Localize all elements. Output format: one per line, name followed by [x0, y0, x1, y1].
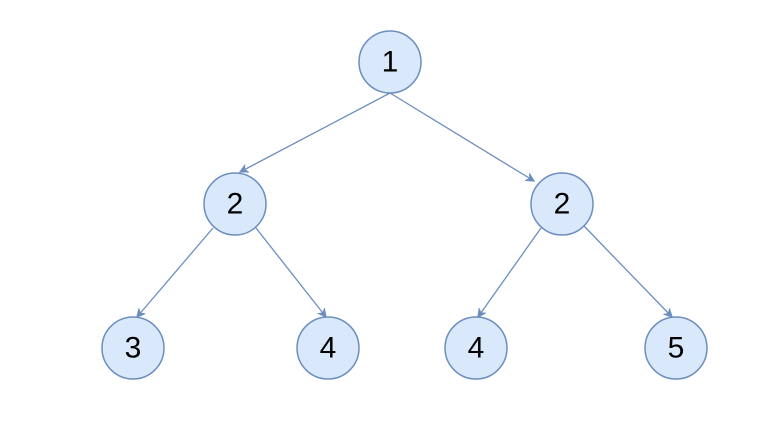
node-label: 2 [227, 188, 244, 221]
edge-arrow-n2b-n5 [583, 225, 672, 317]
edge-arrow-n2a-n4a [255, 227, 326, 317]
edge-arrow-n2a-n3 [137, 227, 214, 317]
tree-node-n5: 5 [644, 316, 708, 380]
node-label: 2 [554, 188, 571, 221]
node-label: 4 [320, 332, 337, 365]
edge-arrow-n1-n2a [240, 92, 391, 172]
tree-node-n4a: 4 [296, 316, 360, 380]
node-circle [296, 316, 360, 380]
edge-arrow-n1-n2b [389, 92, 534, 181]
tree-node-n4b: 4 [444, 316, 508, 380]
node-circle [101, 316, 165, 380]
node-label: 3 [125, 332, 142, 365]
tree-node-n2a: 2 [203, 172, 267, 236]
tree-node-n1: 1 [358, 30, 422, 94]
edge-arrow-n2b-n4b [478, 227, 542, 317]
node-circle [358, 30, 422, 94]
node-circle [203, 172, 267, 236]
node-label: 5 [668, 332, 685, 365]
nodes-layer: 1 2 2 3 4 4 5 [101, 30, 708, 380]
node-label: 1 [382, 46, 399, 79]
node-label: 4 [468, 332, 485, 365]
node-circle [530, 172, 594, 236]
tree-node-n2b: 2 [530, 172, 594, 236]
tree-node-n3: 3 [101, 316, 165, 380]
node-circle [444, 316, 508, 380]
edges-layer [137, 92, 672, 317]
node-circle [644, 316, 708, 380]
